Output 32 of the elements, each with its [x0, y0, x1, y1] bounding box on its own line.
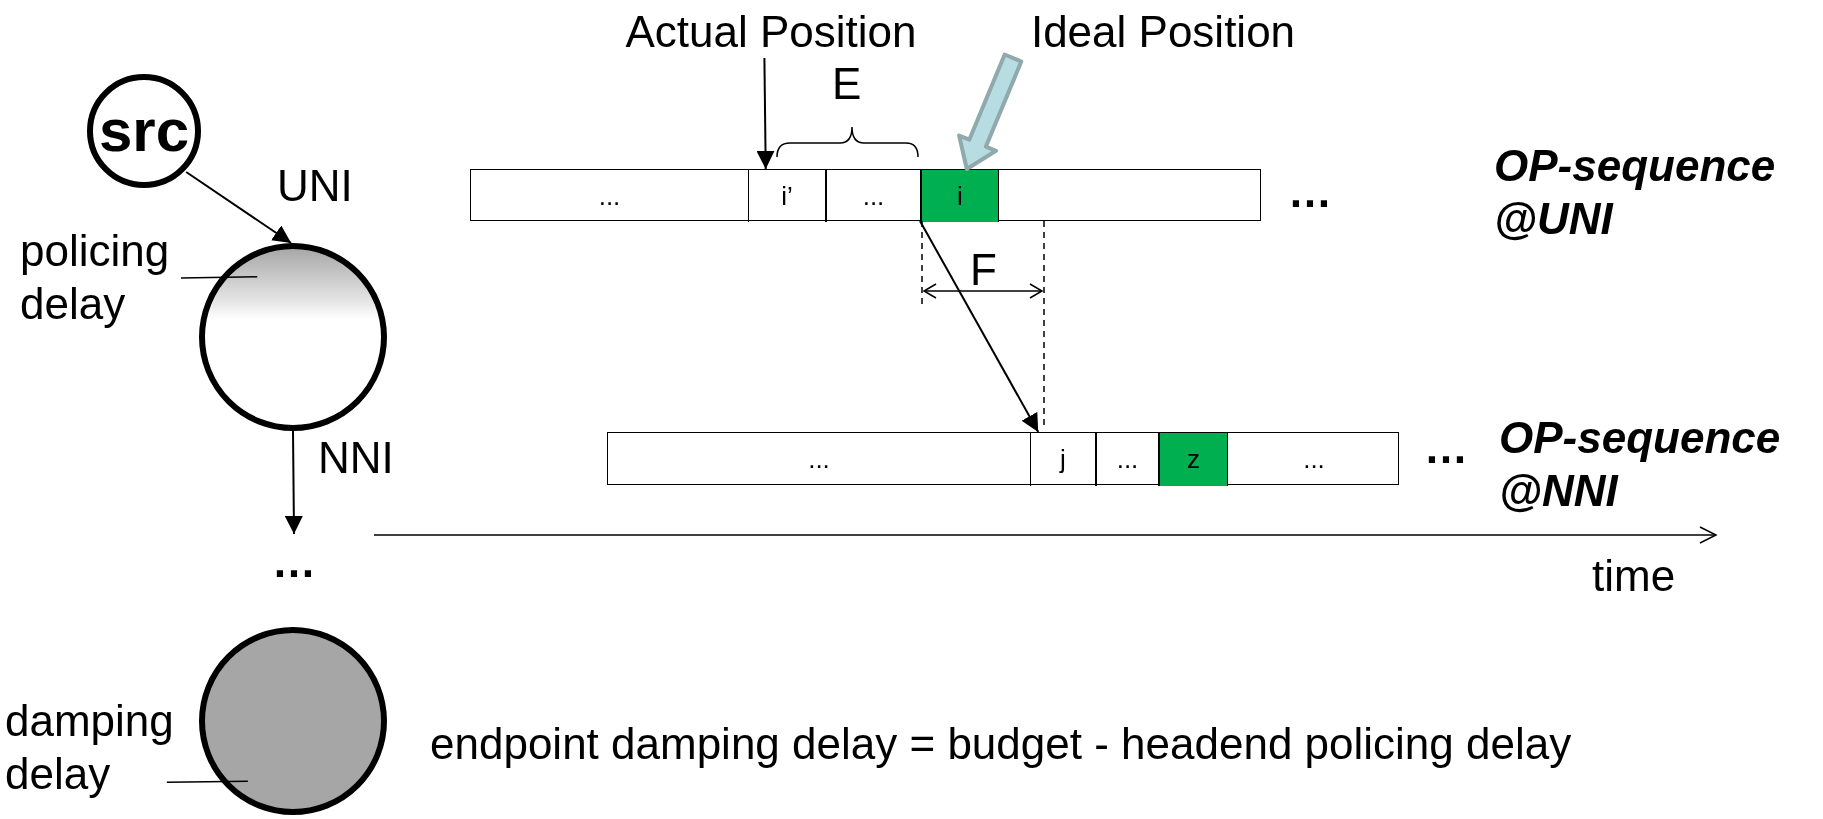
arrow [919, 220, 1040, 433]
time-slot: j [1030, 433, 1096, 486]
arrow [284, 430, 303, 535]
dimension-label: F [970, 244, 997, 296]
edge-label: UNI [277, 160, 353, 212]
dimension-label: time [1592, 550, 1676, 602]
time-slot: z [1159, 433, 1228, 486]
block-arrow [957, 52, 1024, 171]
time-slot: i [921, 170, 999, 222]
leader-line [180, 276, 259, 279]
arrow [756, 57, 775, 170]
sequence-label: OP-sequence @UNI [1494, 140, 1777, 245]
time-slot: ... [1228, 433, 1400, 486]
time-slot: ... [471, 170, 748, 222]
position-label: Ideal Position [1030, 5, 1296, 58]
sequence-bar [607, 432, 1399, 485]
delay-label: damping delay [5, 695, 175, 800]
position-label: Actual Position [625, 5, 917, 58]
sequence-label: OP-sequence @NNI [1499, 412, 1782, 517]
ellipsis: … [1288, 166, 1332, 218]
source-circle: src [87, 74, 201, 188]
ellipsis: … [1424, 422, 1468, 474]
sequence-bar [470, 169, 1261, 221]
dimension-label: E [832, 58, 862, 110]
leader-line [166, 780, 249, 784]
edge-label: NNI [318, 432, 394, 484]
time-slot: ... [608, 433, 1030, 486]
ellipsis: … [272, 535, 316, 588]
arrow [185, 171, 293, 244]
delay-label: policing delay [20, 225, 171, 330]
formula-text: endpoint damping delay = budget - headend policing delay [430, 718, 1572, 770]
time-slot: i’ [748, 170, 826, 222]
